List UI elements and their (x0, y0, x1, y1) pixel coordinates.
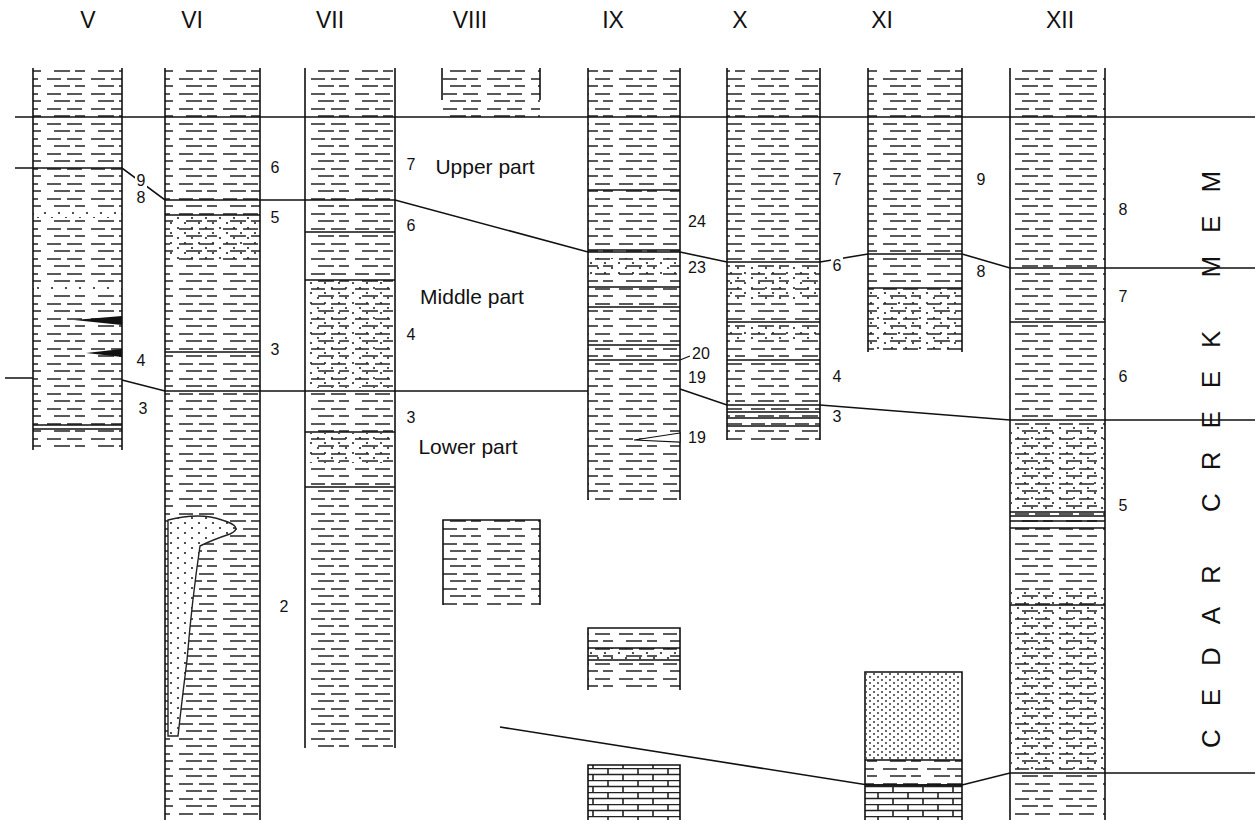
member-name: CEDAR CREEK MEM (1198, 148, 1224, 748)
column-outlines (33, 68, 1105, 820)
shale-fill (33, 68, 1105, 820)
column-number: XII (1046, 9, 1074, 32)
part-label: Middle part (417, 285, 527, 308)
bed-number: 4 (831, 368, 844, 386)
bed-number: 9 (135, 172, 148, 190)
limestone-fill (588, 765, 962, 820)
bed-number: 6 (269, 159, 282, 177)
bed-number: 6 (1117, 368, 1130, 386)
bed-number: 4 (135, 352, 148, 370)
bed-number: 5 (269, 209, 282, 227)
bed-number: 3 (405, 409, 418, 427)
bed-number: 2 (278, 598, 291, 616)
column-number: XI (871, 9, 893, 32)
bed-number: 6 (831, 257, 844, 275)
bed-number: 24 (686, 213, 708, 231)
bed-number: 5 (1117, 497, 1130, 515)
bed-number: 7 (405, 156, 418, 174)
bed-number: 19 (686, 369, 708, 387)
sand-fill (34, 212, 1104, 772)
column-number: VI (181, 9, 203, 32)
column-number: VII (316, 9, 344, 32)
bed-number: 3 (831, 408, 844, 426)
bed-boundaries (33, 190, 1105, 785)
column-number: VIII (453, 9, 488, 32)
bed-number: 20 (690, 345, 712, 363)
bed-number: 8 (1117, 201, 1130, 219)
column-number: IX (602, 9, 624, 32)
bed-number: 19 (686, 429, 708, 447)
bed-number: 4 (405, 326, 418, 344)
correlation-line (5, 117, 1255, 785)
lens (74, 316, 680, 442)
bed-number: 3 (137, 400, 150, 418)
bed-number: 8 (135, 189, 148, 207)
bed-number: 8 (975, 263, 988, 281)
column-number: V (80, 9, 95, 32)
part-label: Lower part (415, 435, 520, 458)
bed-number: 7 (1117, 288, 1130, 306)
bed-number: 7 (831, 171, 844, 189)
part-label: Upper part (432, 155, 537, 178)
bed-number: 9 (975, 171, 988, 189)
column-number: X (732, 9, 747, 32)
bed-number: 6 (405, 217, 418, 235)
bed-number: 23 (686, 259, 708, 277)
bed-number: 3 (269, 341, 282, 359)
